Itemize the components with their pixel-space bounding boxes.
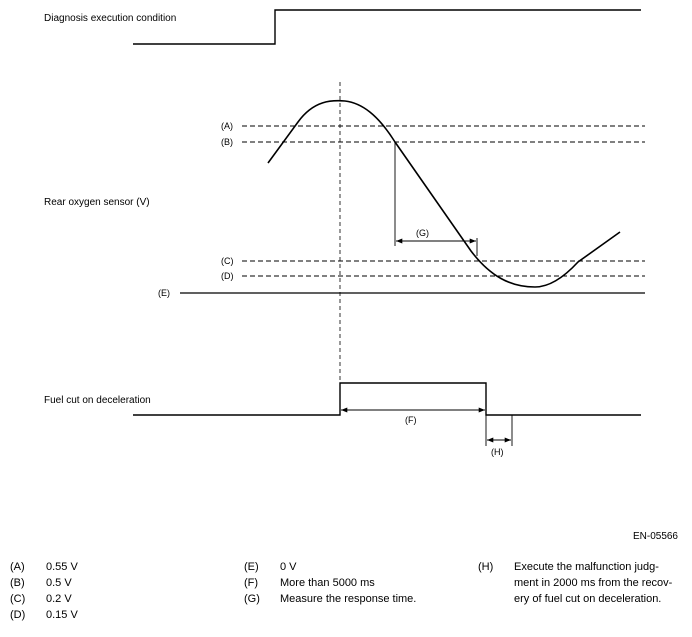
threshold-a-label: (A) bbox=[221, 121, 233, 131]
legend-item-h: (H) Execute the malfunction judg-ment in … bbox=[478, 559, 678, 607]
legend-value: 0.15 V bbox=[46, 609, 78, 621]
diagnosis-label: Diagnosis execution condition bbox=[44, 13, 176, 24]
legend-key: (C) bbox=[10, 593, 26, 605]
zero-volt-label: (E) bbox=[158, 288, 170, 298]
legend-column-1: (A) 0.55 V (B) 0.5 V (C) 0.2 V (D) 0.15 V bbox=[10, 559, 190, 623]
rear-o2-curve bbox=[267, 99, 621, 288]
response-time-label: (G) bbox=[416, 228, 429, 238]
rear-o2-label: Rear oxygen sensor (V) bbox=[44, 197, 150, 208]
legend-item-g: (G) Measure the response time. bbox=[244, 591, 454, 607]
legend-value: 0.2 V bbox=[46, 593, 72, 605]
judgment-window-label: (H) bbox=[491, 447, 504, 457]
legend-column-2: (E) 0 V (F) More than 5000 ms (G) Measure t… bbox=[244, 559, 454, 607]
threshold-c-label: (C) bbox=[221, 256, 234, 266]
legend-value: Execute the malfunction judg-ment in 200… bbox=[514, 561, 673, 605]
legend-key: (H) bbox=[478, 561, 494, 573]
legend-key: (G) bbox=[244, 593, 260, 605]
figure-code: EN-05566 bbox=[632, 531, 678, 542]
legend-value: 0.5 V bbox=[46, 577, 72, 589]
legend-value: 0.55 V bbox=[46, 561, 78, 573]
legend-column-3: (H) Execute the malfunction judg-ment in … bbox=[478, 559, 678, 607]
legend-item-e: (E) 0 V bbox=[244, 559, 454, 575]
legend-key: (A) bbox=[10, 561, 25, 573]
threshold-b-label: (B) bbox=[221, 137, 233, 147]
diagnosis-signal-line bbox=[133, 9, 641, 45]
legend-value: More than 5000 ms bbox=[280, 577, 375, 589]
legend-item-c: (C) 0.2 V bbox=[10, 591, 190, 607]
legend-key: (E) bbox=[244, 561, 259, 573]
fuel-cut-label: Fuel cut on deceleration bbox=[44, 395, 151, 406]
threshold-d-label: (D) bbox=[221, 271, 234, 281]
legend-key: (B) bbox=[10, 577, 25, 589]
duration-label: (F) bbox=[405, 415, 417, 425]
legend-item-f: (F) More than 5000 ms bbox=[244, 575, 454, 591]
legend-item-b: (B) 0.5 V bbox=[10, 575, 190, 591]
legend-item-a: (A) 0.55 V bbox=[10, 559, 190, 575]
legend-key: (F) bbox=[244, 577, 259, 589]
timing-diagram: Diagnosis execution condition (A) (B) (C… bbox=[44, 9, 645, 457]
legend-value: 0 V bbox=[280, 561, 297, 573]
legend-value: Measure the response time. bbox=[280, 593, 417, 605]
legend-item-d: (D) 0.15 V bbox=[10, 607, 190, 623]
legend-key: (D) bbox=[10, 609, 26, 621]
